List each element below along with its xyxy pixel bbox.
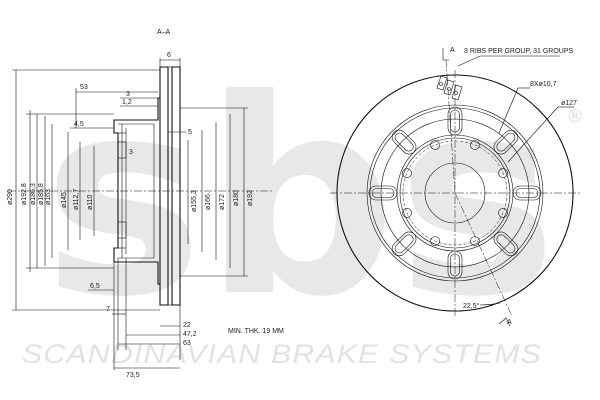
ribs-note: 3 RIBS PER GROUP, 31 GROUPS (464, 48, 574, 55)
slot-boss (368, 185, 398, 201)
bolt-hole (402, 208, 412, 218)
dim-4-5: 4,5 (74, 121, 84, 128)
dim-7: 7 (106, 306, 110, 313)
slot-bosses-group (368, 106, 542, 280)
watermark-tagline: SCANDINAVIAN BRAKE SYSTEMS (22, 339, 542, 369)
section-marker-bottom: A (498, 317, 512, 327)
right-diameter-dimensions: ø155,3 ø166 ø172 ø180 ø192 (180, 107, 254, 277)
dim-1-2: 1,2 (122, 99, 132, 106)
bolt-hole (430, 140, 440, 150)
hat-profile (113, 97, 160, 285)
slot-boss (391, 129, 417, 155)
section-view-title: A–A (157, 29, 171, 36)
marker-a-top: A (450, 47, 455, 54)
dim-d290: ø290 (7, 189, 14, 205)
dim-3: 3 (126, 91, 130, 98)
dim-d192-8: ø192,8 (21, 183, 28, 205)
bottom-dimensions: 6,5 7 22 47,2 63 73,5 (88, 258, 197, 379)
front-view-geometry (330, 59, 580, 318)
dim-d145: ø145 (61, 192, 68, 208)
bolt-hole (402, 168, 412, 178)
dim-5: 5 (188, 129, 192, 136)
slot-boss (493, 129, 519, 155)
slot-boss (447, 250, 463, 280)
bolt-holes-group (402, 140, 508, 246)
angle-label: 22,5° (463, 302, 480, 310)
bolt-circle-label: ø127 (561, 100, 577, 107)
angle-arc (479, 302, 501, 306)
rib-group-detail (436, 75, 463, 101)
left-diameter-dimensions: ø290 ø192,8 ø186,3 ø185,8 ø163 ø145 ø112… (7, 69, 160, 311)
dim-3-small: 3 (129, 149, 133, 156)
marker-a-bottom: A (507, 319, 512, 326)
slot-boss (493, 231, 519, 257)
watermark-logo-text: sbs (43, 41, 558, 356)
holes-label: 8Xø10,7 (530, 81, 557, 88)
dim-73-5: 73,5 (126, 372, 140, 379)
dim-d180: ø180 (233, 190, 240, 206)
dim-d172: ø172 (219, 194, 226, 210)
dim-63: 63 (183, 340, 191, 347)
dim-d155-3: ø155,3 (191, 190, 198, 212)
slot-boss (447, 106, 463, 136)
dim-d192: ø192 (247, 190, 254, 206)
angle-line (454, 192, 513, 317)
sbs-watermark-logo: sbs ® (43, 41, 584, 356)
dim-53: 53 (80, 84, 88, 91)
dim-47-2: 47,2 (183, 331, 197, 338)
section-marker-top: A (442, 47, 455, 61)
top-dimensions: 6 53 3 1,2 4,5 5 3 (70, 52, 192, 156)
dim-d185-8: ø185,8 (38, 183, 45, 205)
dim-22: 22 (183, 322, 191, 329)
bolt-hole (470, 236, 480, 246)
bolt-hole (430, 236, 440, 246)
dim-d166: ø166 (205, 194, 212, 210)
dim-6: 6 (167, 52, 171, 59)
registered-mark: ® (566, 106, 584, 127)
slot-boss (512, 185, 542, 201)
min-thickness-note: MIN. THK. 19 MM (228, 328, 284, 335)
dim-6-5: 6,5 (90, 283, 100, 290)
dim-d110: ø110 (87, 194, 94, 210)
dim-d186-3: ø186,3 (30, 183, 37, 205)
bolt-hole (470, 140, 480, 150)
bolt-hole (498, 168, 508, 178)
bolt-hole (498, 208, 508, 218)
dim-d163: ø163 (45, 189, 52, 205)
dim-d112-7: ø112,7 (73, 189, 80, 210)
